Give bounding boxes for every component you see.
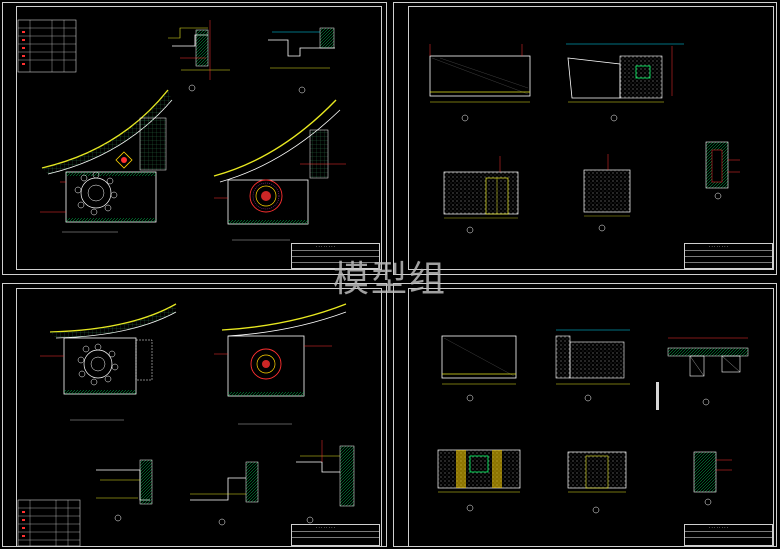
sheet-3-title-text: · · · · · · · · [316, 525, 336, 530]
sheet-2-title-block: · · · · · · · · [684, 243, 773, 269]
sheet-2-border [408, 6, 774, 270]
material-legend-table [17, 19, 77, 73]
watermark-text: 模型组 [333, 259, 448, 300]
elevation-icon [443, 156, 519, 234]
round-table-icon [250, 348, 282, 380]
sheet-2-title-text: · · · · · · · · [709, 244, 729, 249]
material-legend-table [17, 499, 81, 547]
section-detail-icon [168, 20, 230, 92]
section-detail-icon [667, 337, 749, 406]
round-table-icon [77, 343, 119, 386]
sheet-1-title-block: · · · · · · · · [291, 243, 380, 269]
sheet-3-border [16, 288, 382, 547]
cursor-mark [656, 382, 659, 410]
elevation-icon [583, 154, 631, 232]
elevation-icon [437, 449, 521, 512]
section-detail-icon [693, 451, 732, 506]
sheet-1-frame [2, 2, 387, 275]
sheet-4-border [408, 288, 774, 547]
plan-curve-icon [40, 89, 173, 223]
section-detail-icon [705, 141, 740, 200]
sheet-1-title-text: · · · · · · · · [316, 244, 336, 249]
elevation-icon [567, 451, 627, 514]
section-detail-icon [96, 459, 153, 522]
plan-curve-icon [214, 303, 347, 397]
sheet-4-title-text: · · · · · · · · [709, 525, 729, 530]
elevation-icon [555, 329, 630, 402]
section-detail-icon [296, 440, 355, 524]
sheet-1-border [16, 6, 382, 270]
section-detail-icon [268, 27, 335, 94]
section-detail-icon [190, 461, 259, 526]
ceiling-ornament [115, 151, 133, 169]
sheet-3-title-block: · · · · · · · · [291, 524, 380, 546]
sheet-2-frame [393, 2, 777, 275]
elevation-icon [429, 44, 531, 122]
plan-curve-icon [40, 303, 177, 395]
sheet-4-title-block: · · · · · · · · [684, 524, 773, 546]
plan-curve-icon [213, 99, 346, 225]
elevation-icon [566, 43, 684, 122]
round-table-icon [74, 171, 118, 216]
round-table-icon [249, 179, 283, 213]
elevation-icon [441, 335, 517, 402]
